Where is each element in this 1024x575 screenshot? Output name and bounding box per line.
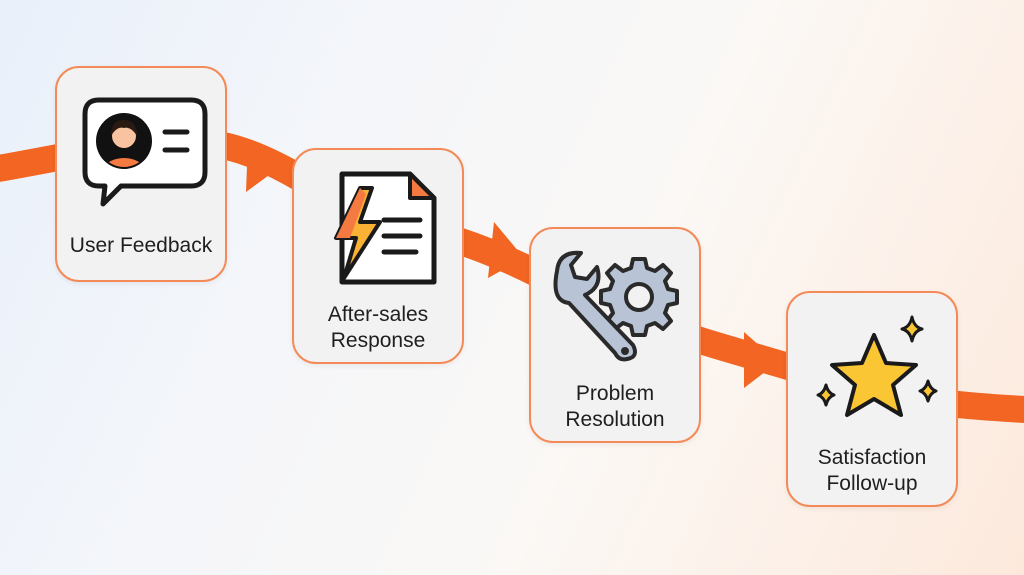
step-card-problem-resolution: Problem Resolution <box>529 227 701 443</box>
step-label: After-sales Response <box>327 303 429 352</box>
sparkle-icon <box>918 379 938 403</box>
step-card-user-feedback: User Feedback <box>55 66 227 282</box>
feedback-chat-icon <box>82 97 208 207</box>
flow-arrowhead <box>488 222 524 278</box>
wrench-icon <box>553 250 637 362</box>
step-card-after-sales-response: After-sales Response <box>292 148 464 364</box>
star-icon <box>830 333 918 417</box>
step-label: Satisfaction Follow-up <box>817 446 927 495</box>
step-label: Problem Resolution <box>565 382 665 431</box>
step-card-satisfaction-follow-up: Satisfaction Follow-up <box>786 291 958 507</box>
lightning-document-icon <box>334 171 437 285</box>
gear-icon <box>599 257 679 337</box>
step-label: User Feedback <box>69 234 213 257</box>
star-sparkles-icon <box>816 315 938 417</box>
flow-arrowhead <box>744 332 778 388</box>
sparkle-icon <box>900 315 924 343</box>
sparkle-icon <box>816 383 836 407</box>
flow-arrowhead <box>246 140 276 192</box>
wrench-gear-icon <box>553 250 679 362</box>
